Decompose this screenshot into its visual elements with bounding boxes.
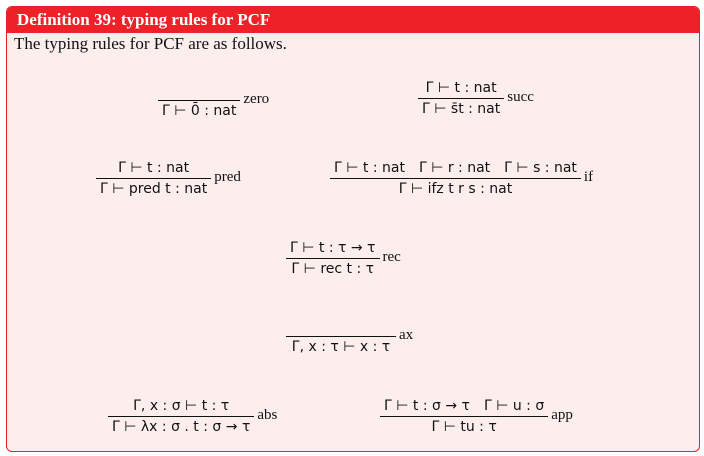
rule-rec: Γ ⊢ t : τ → τ Γ ⊢ rec t : τ rec — [286, 238, 401, 279]
rule-succ-premise: Γ ⊢ t : nat — [425, 80, 497, 96]
rule-succ: Γ ⊢ t : nat Γ ⊢ s̄t : nat succ — [418, 78, 534, 119]
rule-app-name: app — [551, 407, 573, 423]
rule-abs-conclusion: Γ ⊢ λx : σ . t : σ → τ — [112, 419, 251, 435]
rule-app: Γ ⊢ t : σ → τ Γ ⊢ u : σ Γ ⊢ tu : τ app — [380, 396, 573, 437]
rule-abs-premise: Γ, x : σ ⊢ t : τ — [133, 398, 230, 414]
rule-rec-conclusion: Γ ⊢ rec t : τ — [291, 261, 375, 277]
rule-zero-conclusion: Γ ⊢ 0̄ : nat — [162, 103, 237, 119]
rule-zero-name: zero — [243, 91, 270, 107]
rule-ax-conclusion: Γ, x : τ ⊢ x : τ — [291, 339, 391, 355]
rule-succ-conclusion: Γ ⊢ s̄t : nat — [422, 101, 501, 117]
definition-box: Definition 39: typing rules for PCF — [6, 6, 700, 452]
rule-ax: Γ, x : τ ⊢ x : τ ax — [286, 316, 413, 357]
rule-pred-name: pred — [214, 169, 241, 185]
definition-title: Definition 39: typing rules for PCF — [7, 7, 699, 33]
rule-succ-name: succ — [507, 89, 534, 105]
rule-app-premise-1: Γ ⊢ t : σ → τ — [384, 398, 470, 414]
inference-bar — [158, 100, 241, 101]
intro-text: The typing rules for PCF are as follows. — [14, 34, 287, 53]
rule-rec-name: rec — [382, 249, 401, 265]
inference-bar — [380, 416, 549, 417]
rule-if-premise-3: Γ ⊢ s : nat — [504, 160, 577, 176]
rule-app-premise-2: Γ ⊢ u : σ — [483, 398, 545, 414]
inference-bar — [108, 416, 255, 417]
inference-bar — [418, 98, 505, 99]
inference-bar — [286, 336, 396, 337]
rule-if-premise-1: Γ ⊢ t : nat — [334, 160, 405, 176]
inference-bar — [330, 178, 581, 179]
rule-pred: Γ ⊢ t : nat Γ ⊢ pred t : nat pred — [96, 158, 241, 199]
rule-ax-name: ax — [399, 327, 414, 343]
rule-pred-premise: Γ ⊢ t : nat — [118, 160, 190, 176]
rule-abs-name: abs — [257, 407, 278, 423]
rule-if: Γ ⊢ t : nat Γ ⊢ r : nat Γ ⊢ s : nat Γ ⊢ … — [330, 158, 593, 199]
rule-app-conclusion: Γ ⊢ tu : τ — [431, 419, 497, 435]
rule-rec-premise: Γ ⊢ t : τ → τ — [290, 240, 376, 256]
rule-if-name: if — [583, 169, 594, 185]
inference-bar — [96, 178, 212, 179]
rule-zero: Γ ⊢ 0̄ : nat zero — [158, 80, 269, 121]
rule-pred-conclusion: Γ ⊢ pred t : nat — [100, 181, 208, 197]
inference-bar — [286, 258, 380, 259]
rule-if-conclusion: Γ ⊢ ifz t r s : nat — [398, 181, 513, 197]
rule-if-premise-2: Γ ⊢ r : nat — [418, 160, 491, 176]
rule-abs: Γ, x : σ ⊢ t : τ Γ ⊢ λx : σ . t : σ → τ … — [108, 396, 277, 437]
